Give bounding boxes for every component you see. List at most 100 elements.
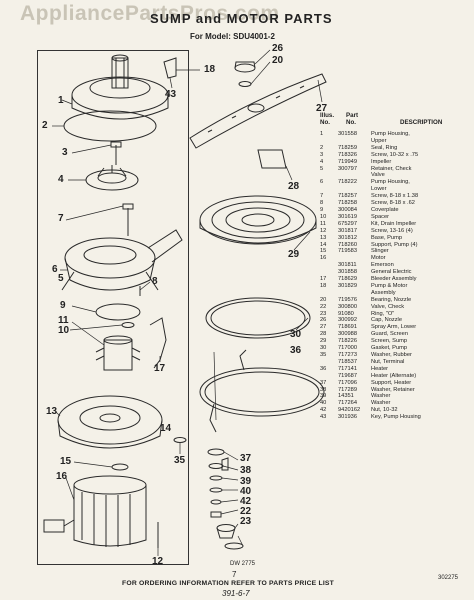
heater-drawing — [199, 349, 325, 433]
cell-description: Screw, 8-18 x .62 — [371, 200, 415, 207]
callout-3: 3 — [62, 147, 68, 158]
header-illus-1: Illus. — [320, 112, 335, 119]
cell-illus-no: 5 — [320, 165, 324, 172]
model-line: For Model: SDU4001-2 — [190, 32, 275, 41]
check-valve-drawing — [216, 524, 236, 539]
callout-17: 17 — [154, 363, 166, 374]
cell-illus-no: 9 — [320, 206, 324, 213]
cell-part-no: 301817 — [338, 227, 357, 234]
header-description: DESCRIPTION — [400, 119, 443, 126]
cell-description: Emerson — [371, 262, 394, 269]
pump-base-drawing — [57, 395, 163, 449]
callout-38: 38 — [240, 465, 252, 476]
cell-part-no: 675297 — [338, 220, 357, 227]
cell-illus-no: 3 — [320, 151, 324, 158]
callout-27: 27 — [316, 103, 328, 114]
table-row: Lower — [320, 186, 470, 193]
screen-guard-drawing — [257, 149, 287, 169]
motor-drawing — [43, 475, 147, 547]
pump-housing-upper-drawing — [71, 54, 169, 120]
coverplate-drawing — [95, 303, 141, 321]
cell-illus-no: 23 — [320, 310, 327, 317]
cell-part-no: 301619 — [338, 213, 357, 220]
cell-description: Gasket, Pump — [371, 345, 408, 352]
cell-description: Washer — [371, 393, 391, 400]
cell-description: Seal, Ring — [371, 144, 398, 151]
rubber-washer-drawing — [173, 437, 187, 443]
pump-housing-lower-drawing — [61, 229, 183, 291]
cell-description: Key, Pump Housing — [371, 414, 421, 421]
cell-description: Washer, Rubber — [371, 352, 412, 358]
cell-description: Base, Pump — [371, 234, 402, 241]
cell-part-no: 718260 — [338, 241, 357, 248]
cell-description: Valve, Check — [371, 303, 405, 310]
cell-description: Washer, Retainer — [371, 386, 415, 393]
lower-spray-arm-drawing — [189, 73, 327, 149]
page-number: 7 — [232, 570, 237, 579]
cell-illus-no: 16 — [320, 255, 327, 262]
cell-description: Impeller — [371, 158, 392, 165]
spacer-drawing — [121, 322, 135, 328]
cell-illus-no: 4 — [320, 158, 324, 165]
cell-part-no — [338, 138, 371, 145]
callout-26: 26 — [272, 43, 284, 54]
callout-28: 28 — [288, 181, 300, 192]
cell-illus-no: 14 — [320, 241, 327, 248]
cell-illus-no: 15 — [320, 248, 327, 255]
cell-illus-no: 6 — [320, 179, 324, 186]
assembly-frame — [37, 50, 189, 565]
cell-description: Nut, 10-32 — [371, 407, 398, 414]
cell-part-no — [338, 255, 371, 262]
cell-part-no: 718222 — [338, 179, 357, 186]
cell-illus-no — [320, 262, 338, 269]
cell-part-no: 301812 — [338, 234, 357, 241]
cell-illus-no — [320, 186, 338, 193]
cell-part-no: 718226 — [338, 338, 357, 345]
cell-part-no: 717141 — [338, 365, 357, 372]
handwritten-mark: 391-6-7 — [222, 589, 250, 598]
nozzle-bearing-drawing — [238, 81, 252, 87]
cell-illus-no: 43 — [320, 414, 327, 421]
callout-8: 8 — [152, 276, 158, 287]
callout-10: 10 — [58, 325, 70, 336]
cell-part-no: 300797 — [338, 165, 357, 172]
cell-part-no: 718259 — [338, 144, 357, 151]
header-part-2: No. — [346, 119, 356, 126]
cell-description: Screw, 13-16 (4) — [371, 227, 413, 234]
sump-screen-drawing — [199, 195, 317, 245]
callout-16: 16 — [56, 471, 68, 482]
impeller-drawing — [85, 165, 139, 191]
cell-illus-no: 35 — [320, 352, 327, 358]
callout-7: 7 — [58, 213, 64, 224]
cell-illus-no: 20 — [320, 296, 327, 303]
cell-description: Pump Housing, — [371, 179, 410, 186]
cell-illus-no: 39 — [320, 393, 327, 400]
cell-part-no: 301811 — [338, 262, 357, 269]
screw-drawing — [110, 141, 122, 165]
cell-description: Screw, 10-32 x .75 — [371, 151, 419, 158]
table-row: 6 718222 Pump Housing, — [320, 179, 470, 186]
cell-description: Pump & Motor — [371, 282, 408, 289]
cell-part-no: 91080 — [338, 310, 354, 317]
cell-illus-no: 13 — [320, 234, 327, 241]
cell-description: Slinger — [371, 248, 389, 255]
cell-illus-no — [320, 373, 338, 380]
nozzle-cap-drawing — [234, 61, 256, 73]
cell-description: Bleeder Assembly — [371, 276, 417, 283]
cell-part-no: 717096 — [338, 379, 357, 386]
callout-5: 5 — [58, 273, 64, 284]
callout-30: 30 — [290, 329, 302, 340]
cell-illus-no — [320, 269, 338, 276]
cell-description: Heater — [371, 365, 389, 372]
